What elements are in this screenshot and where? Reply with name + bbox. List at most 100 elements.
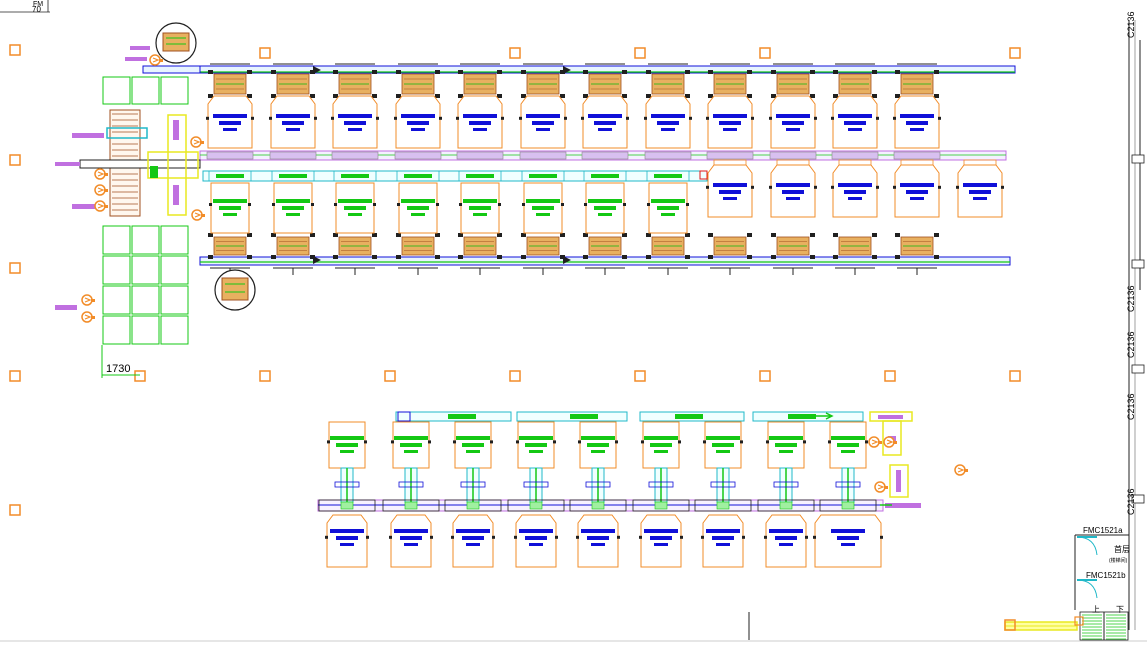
material-rack: [458, 70, 502, 98]
column-marker-icon: [9, 44, 21, 56]
machine-unit: [813, 514, 883, 568]
material-rack: [208, 70, 252, 98]
machine-unit: [576, 514, 620, 568]
machine-unit: [394, 95, 442, 149]
conveyor-arrow-icon: [313, 256, 321, 264]
forklift-icon: [149, 54, 163, 66]
column-marker-icon: [759, 370, 771, 382]
machine-unit: [391, 421, 431, 469]
machine-unit: [578, 421, 618, 469]
cyan-transfer-bar: [202, 170, 708, 182]
machine-unit: [831, 164, 879, 218]
axis-label: C2136: [1126, 488, 1136, 515]
feeder-arm: [130, 46, 150, 50]
forklift-icon: [954, 464, 968, 476]
column-marker-icon: [9, 370, 21, 382]
forklift-icon: [94, 184, 108, 196]
room-note: (楼梯间): [1109, 557, 1128, 564]
machine-unit: [769, 164, 817, 218]
upper-production-line: [199, 63, 1016, 275]
axis-label: C2136: [1126, 285, 1136, 312]
forklift-icon: [883, 436, 897, 448]
conveyor-arrow-icon: [563, 256, 571, 264]
feeder-arm: [885, 503, 921, 508]
machine-unit: [769, 95, 817, 149]
column-marker-icon: [759, 47, 771, 59]
forklift-icon: [81, 311, 95, 323]
door-label-lower: FMC1521b: [1086, 571, 1126, 580]
column-marker-icon: [1009, 47, 1021, 59]
machine-unit: [956, 164, 1004, 218]
column-marker-icon: [509, 370, 521, 382]
magnifier-detail-icon: [155, 22, 197, 64]
feeder-arm: [72, 204, 98, 209]
magnifier-detail-icon: [214, 269, 256, 311]
material-rack: [895, 70, 939, 98]
material-rack: [271, 66, 321, 98]
machine-unit: [581, 95, 629, 149]
storage-grid-top: [102, 76, 189, 105]
machine-unit: [701, 514, 745, 568]
column-marker-icon: [134, 370, 146, 382]
dimension-value: 1730: [106, 363, 130, 375]
axis-label: C2136: [1126, 331, 1136, 358]
machine-unit: [893, 95, 941, 149]
material-rack: [708, 233, 752, 259]
machine-unit: [522, 182, 564, 234]
column-marker-icon: [259, 47, 271, 59]
column-marker-icon: [634, 370, 646, 382]
material-rack: [646, 70, 690, 98]
column-marker-icon: [634, 47, 646, 59]
material-rack: [708, 70, 752, 98]
building-columns: [9, 44, 1021, 516]
door-label-upper: FMC1521a: [1083, 526, 1123, 535]
material-rack: [833, 70, 877, 98]
material-rack: [333, 70, 377, 98]
material-rack: [583, 70, 627, 98]
machine-unit: [272, 182, 314, 234]
machine-unit: [831, 95, 879, 149]
material-rack: [833, 233, 877, 259]
machine-unit: [764, 514, 808, 568]
conveyor-arrow-icon: [313, 66, 321, 74]
column-marker-icon: [259, 370, 271, 382]
stairs-up-label: 上: [1092, 605, 1100, 614]
stairs-down-label: 下: [1116, 605, 1124, 614]
axis-label: C2136: [1126, 393, 1136, 420]
machine-unit: [325, 514, 369, 568]
machine-unit: [766, 421, 806, 469]
material-rack: [271, 233, 321, 264]
material-rack: [895, 233, 939, 259]
column-marker-icon: [384, 370, 396, 382]
machine-unit: [451, 514, 495, 568]
feeder-arm: [55, 305, 77, 310]
material-rack: [208, 233, 252, 259]
forklift-icon: [81, 294, 95, 306]
feeder-arm: [72, 133, 104, 138]
title-block-line1: FM: [33, 1, 43, 8]
machine-unit: [206, 95, 254, 149]
title-block-line2: 70: [32, 5, 41, 14]
material-rack: [396, 233, 440, 259]
column-marker-icon: [9, 504, 21, 516]
machine-unit: [334, 182, 376, 234]
dimension-marker: 1730: [101, 345, 140, 378]
machine-unit: [706, 164, 754, 218]
column-marker-icon: [1009, 370, 1021, 382]
machine-unit: [327, 421, 367, 469]
machine-unit: [331, 95, 379, 149]
machine-unit: [516, 421, 556, 469]
feeder-arm: [125, 57, 147, 61]
machine-unit: [641, 421, 681, 469]
forklift-icon: [874, 481, 888, 493]
stairwell: [1004, 534, 1129, 641]
machine-unit: [453, 421, 493, 469]
machine-unit: [389, 514, 433, 568]
building-right-edge: [1004, 20, 1145, 641]
machine-unit: [456, 95, 504, 149]
machine-unit: [706, 95, 754, 149]
machine-unit: [828, 421, 868, 469]
material-rack: [583, 233, 627, 259]
